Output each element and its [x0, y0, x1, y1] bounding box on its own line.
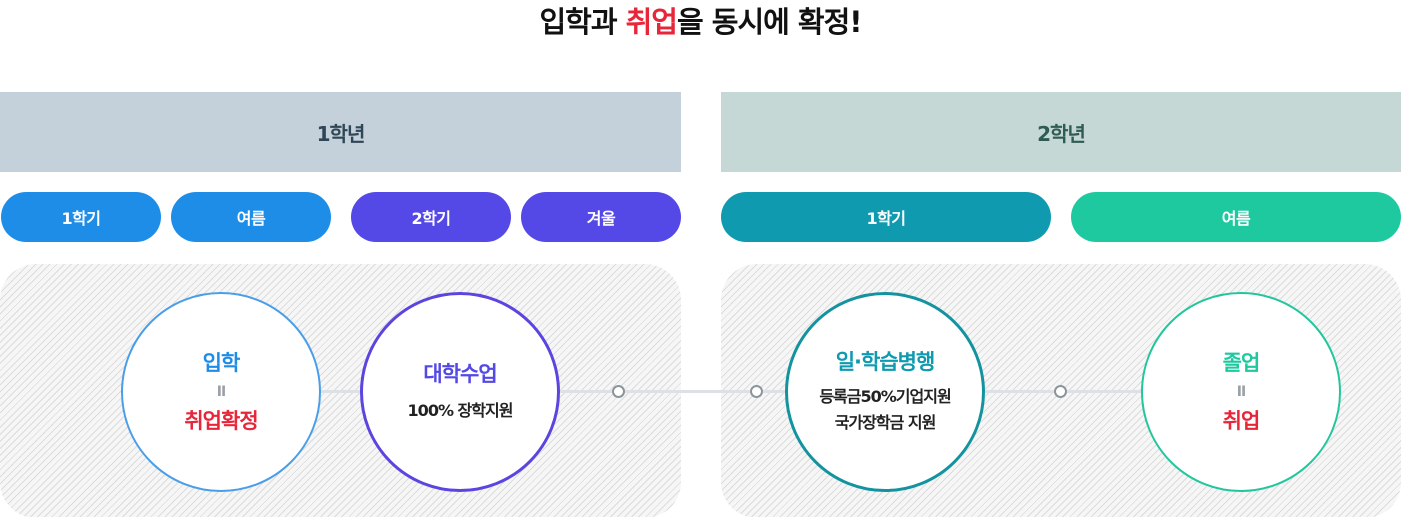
year-2-header: 2학년 [721, 92, 1401, 172]
equals-mark: II [216, 384, 226, 400]
timeline-dot [750, 385, 763, 398]
stage-classes-title: 대학수업 [423, 362, 497, 386]
page-title: 입학과 취업을 동시에 확정! [0, 2, 1401, 42]
stage-work-study-subtitle-2: 국가장학금 지원 [834, 413, 937, 432]
term-pill-y1-semester2: 2학기 [351, 192, 511, 242]
title-highlight: 취업 [625, 5, 678, 39]
equals-mark: II [1236, 384, 1246, 400]
stage-work-study: 일·학습병행 등록금50%기업지원 국가장학금 지원 [785, 292, 985, 492]
title-suffix: 을 동시에 확정! [677, 5, 862, 39]
term-pill-y1-summer: 여름 [171, 192, 331, 242]
term-pill-y2-summer: 여름 [1071, 192, 1401, 242]
stage-work-study-subtitle-1: 등록금50%기업지원 [819, 387, 951, 406]
stage-classes-subtitle: 100% 장학지원 [407, 401, 514, 420]
timeline-dot [1054, 385, 1067, 398]
title-prefix: 입학과 [539, 5, 626, 39]
stage-admission-result: 취업확정 [184, 409, 258, 433]
timeline-connector [222, 390, 1240, 393]
stage-work-study-title: 일·학습병행 [835, 350, 936, 374]
stage-graduation-title: 졸업 [1222, 351, 1261, 375]
stage-admission: 입학 II 취업확정 [121, 292, 321, 492]
term-pill-y1-semester1: 1학기 [1, 192, 161, 242]
stage-admission-title: 입학 [202, 351, 241, 375]
term-pill-y2-semester1: 1학기 [721, 192, 1051, 242]
year-1-header: 1학년 [0, 92, 681, 172]
stage-graduation-result: 취업 [1222, 409, 1261, 433]
term-pill-y1-winter: 겨울 [521, 192, 681, 242]
stage-classes: 대학수업 100% 장학지원 [360, 292, 560, 492]
timeline-dot [612, 385, 625, 398]
stage-graduation: 졸업 II 취업 [1141, 292, 1341, 492]
